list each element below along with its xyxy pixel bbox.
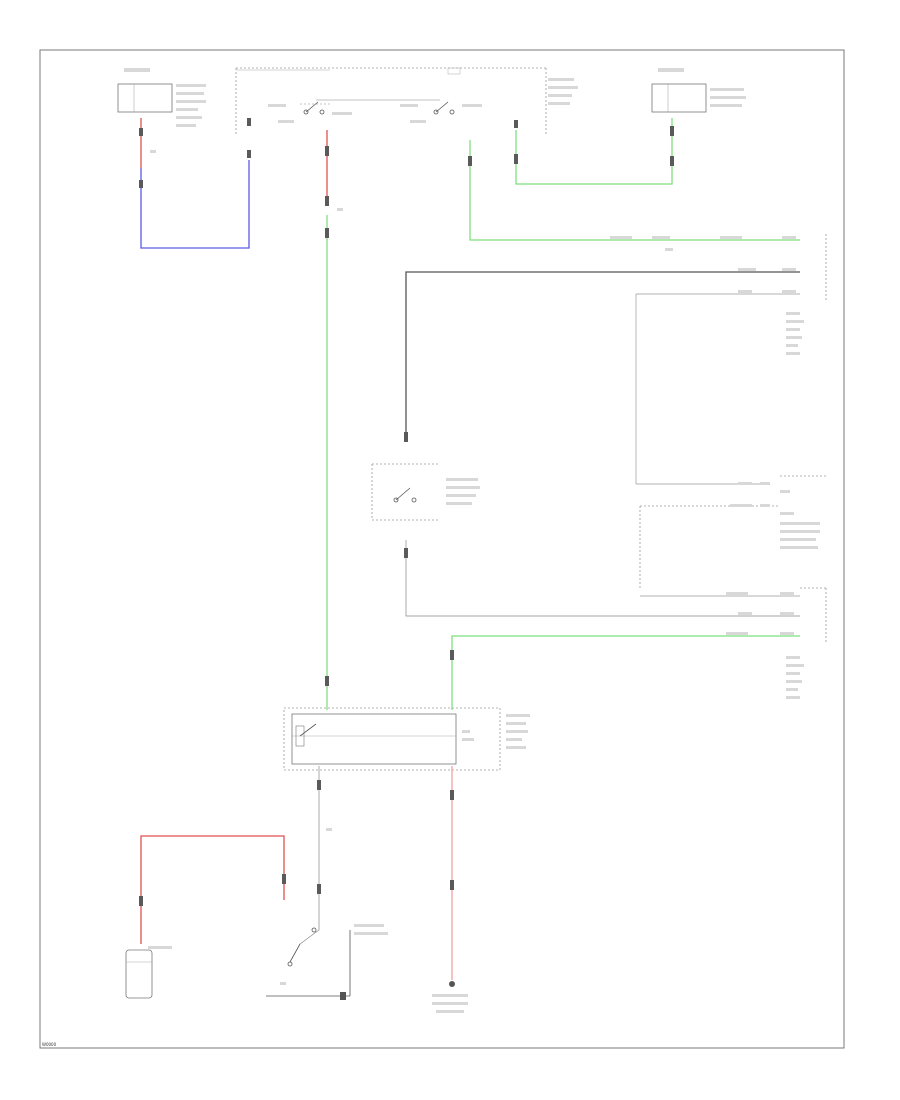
wire-dark-module xyxy=(405,271,800,440)
wire-blue-top-left xyxy=(140,160,250,249)
wire-green-switch-2 xyxy=(469,140,800,241)
starter-relay xyxy=(283,707,530,771)
diagram-frame xyxy=(39,49,845,1049)
battery-icon xyxy=(125,946,172,999)
connector-right-bottom xyxy=(800,587,827,642)
wire-thin-neutral xyxy=(405,540,800,617)
wire-green-top-right xyxy=(515,118,673,185)
wire-thin-starter xyxy=(299,766,320,945)
wire-red-battery xyxy=(140,835,285,944)
starter-motor xyxy=(266,924,388,1000)
ground-point xyxy=(449,981,455,987)
wire-green-relay xyxy=(451,635,800,710)
relay-box-top-right xyxy=(651,68,746,113)
neutral-position-switch xyxy=(371,463,480,521)
diagram-code: W0000 xyxy=(42,1042,57,1047)
relay-box-top-left xyxy=(117,68,206,127)
ignition-switch-assembly xyxy=(235,67,578,134)
connector-right-middle xyxy=(639,475,826,590)
